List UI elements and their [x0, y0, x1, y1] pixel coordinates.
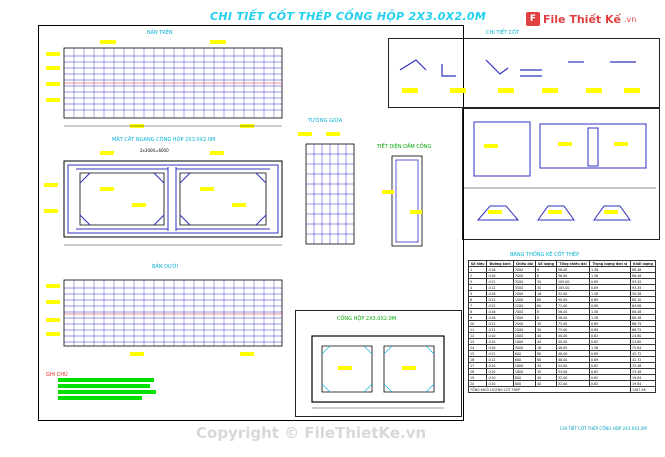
rebar-shapes-panel — [388, 38, 660, 108]
box-culvert-drawing — [311, 335, 445, 409]
drawing-frame — [38, 25, 464, 421]
dim-top-span: 2x3000=6000 — [140, 148, 169, 153]
wall-section-drawing — [298, 132, 355, 245]
notes-label: GHI CHÚ — [46, 372, 68, 378]
rebar-detail-label: CHI TIẾT CỐT — [486, 30, 520, 36]
logo-brand: File Thiết Kế — [543, 12, 621, 26]
section-label-box-culvert: CỐNG HỘP 2X3.0X2.0M — [337, 316, 397, 322]
section-label-wall-section: TƯỜNG GIỮA — [308, 118, 343, 124]
site-logo[interactable]: F File Thiết Kế .vn — [526, 12, 636, 26]
rebar-table: Số hiệu Đường kính Chiều dài Số lượng Tổ… — [467, 260, 657, 393]
section-label-corner-detail: TIẾT DIỆN DẦM CỐNG — [377, 144, 432, 150]
bottom-slab-plan — [46, 279, 283, 356]
rebar-shapes-drawing — [399, 59, 640, 93]
corner-detail-drawing — [382, 155, 423, 247]
logo-mark-icon: F — [526, 12, 540, 26]
footer-title: CHI TIẾT CỐT THÉP CỐNG HỘP 2X3.0X2.0M — [560, 426, 647, 431]
drawing-title: CHI TIẾT CỐT THÉP CỐNG HỘP 2X3.0X2.0M — [210, 10, 487, 23]
total-value: 1287.58 — [629, 386, 657, 393]
top-slab-plan — [46, 40, 283, 128]
section-label-top-slab: BẢN TRÊN — [147, 30, 173, 36]
section-label-bottom-slab: BẢN DƯỚI — [152, 264, 179, 270]
box-details-panel — [462, 108, 660, 240]
notes-block — [58, 378, 158, 402]
box-details-drawing — [464, 121, 656, 221]
rebar-table-total: TỔNG KHỐI LƯỢNG CỐT THÉP 1287.58 — [468, 386, 657, 393]
total-label: TỔNG KHỐI LƯỢNG CỐT THÉP — [468, 386, 631, 393]
rebar-table-title: BẢNG THỐNG KÊ CỐT THÉP — [510, 252, 580, 258]
section-label-cross-section: MẶT CẮT NGANG CỐNG HỘP 2X3.0X2.0M — [112, 137, 216, 143]
cross-section-drawing — [44, 151, 283, 246]
logo-domain: .vn — [623, 14, 637, 24]
watermark: Copyright © FileThietKe.vn — [196, 424, 427, 442]
box-culvert-panel — [295, 310, 462, 417]
